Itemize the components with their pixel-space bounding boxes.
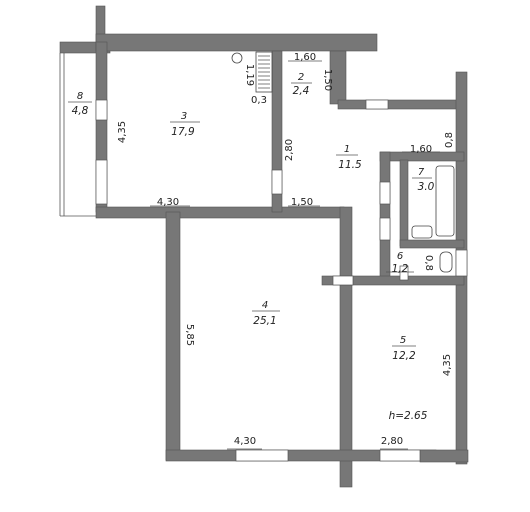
dim-room4-width: 4,30 bbox=[234, 436, 256, 447]
room-7-area: 3.0 bbox=[418, 181, 435, 193]
windows bbox=[95, 99, 468, 462]
doors bbox=[271, 169, 409, 286]
dimension-labels: 4,30 4,35 1,19 0,3 1,60 1,50 2,80 1,50 1… bbox=[117, 52, 455, 447]
ceiling-height: h=2.65 bbox=[389, 410, 428, 422]
dim-room6-height: 0,8 bbox=[423, 255, 434, 271]
room-4-number: 4 bbox=[262, 300, 268, 311]
room-2-number: 2 bbox=[298, 72, 304, 83]
room-8-area: 4,8 bbox=[72, 105, 89, 117]
dim-room3-height: 4,35 bbox=[117, 121, 128, 143]
room-2-area: 2,4 bbox=[293, 85, 310, 97]
fixtures bbox=[231, 51, 455, 273]
dim-corridor-height: 2,80 bbox=[284, 139, 295, 161]
dim-room3-gap: 0,3 bbox=[251, 95, 267, 106]
toilet-icon bbox=[439, 251, 453, 273]
dim-corridor-width: 1,50 bbox=[291, 197, 313, 208]
dim-room4-height: 5,85 bbox=[184, 324, 195, 346]
dim-room3-width: 4,30 bbox=[157, 197, 179, 208]
dim-room2-height: 1,50 bbox=[322, 69, 333, 91]
room-4-area: 25,1 bbox=[253, 315, 276, 327]
room-5-area: 12,2 bbox=[392, 350, 416, 362]
bathtub-icon bbox=[435, 165, 455, 237]
balcony-outline bbox=[59, 53, 96, 217]
room-3-area: 17,9 bbox=[171, 126, 195, 138]
room-5-number: 5 bbox=[400, 335, 406, 346]
dim-room5-height: 4,35 bbox=[442, 354, 453, 376]
dim-room5-width: 2,80 bbox=[381, 436, 403, 447]
room-3-number: 3 bbox=[181, 111, 187, 122]
dim-room3-top: 1,19 bbox=[244, 64, 255, 86]
washbasin-icon bbox=[411, 225, 433, 239]
dim-room7-width: 1,60 bbox=[410, 144, 432, 155]
room-6-area: 1,2 bbox=[392, 263, 409, 275]
room-1-number: 1 bbox=[344, 144, 350, 155]
dim-room2-width: 1,60 bbox=[294, 52, 316, 63]
dim-room7-height: 0,8 bbox=[444, 132, 455, 148]
room-1-area: 11.5 bbox=[338, 159, 362, 171]
sink-icon bbox=[231, 52, 243, 64]
room-8-number: 8 bbox=[77, 91, 83, 102]
room-labels: 1 11.5 2 2,4 3 17,9 4 25,1 5 12,2 6 1,2 … bbox=[68, 72, 435, 362]
room-6-number: 6 bbox=[397, 251, 403, 262]
room-7-number: 7 bbox=[418, 167, 425, 178]
dimension-strokes bbox=[150, 60, 440, 450]
